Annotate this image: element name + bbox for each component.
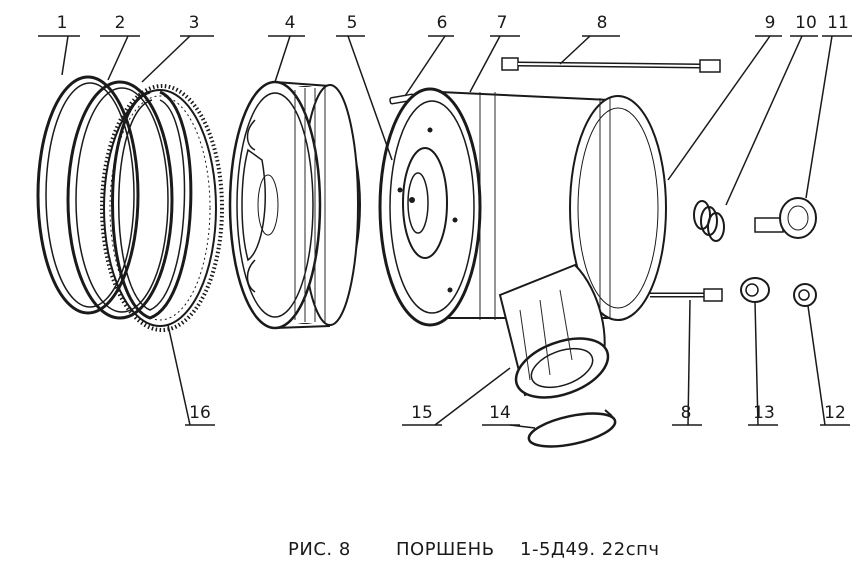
callout-4: 4 — [285, 13, 296, 33]
part-10-spring — [693, 200, 725, 242]
part-1-piston-ring — [36, 75, 140, 315]
part-8-short-bolt-bottom — [650, 288, 723, 302]
callout-10: 10 — [795, 13, 817, 33]
leader-lines — [38, 35, 852, 429]
callout-13: 13 — [753, 403, 775, 423]
callout-15: 15 — [411, 403, 433, 423]
callout-14: 14 — [489, 403, 511, 423]
callout-5: 5 — [347, 13, 358, 33]
part-2-piston-ring — [66, 80, 174, 320]
part-13-bushing — [740, 277, 770, 303]
part-4-piston-crown — [228, 80, 361, 330]
callout-12: 12 — [824, 403, 846, 423]
figure-number: РИС. 8 — [288, 539, 351, 560]
part-12-nut — [793, 283, 817, 307]
figure-title: ПОРШЕНЬ — [396, 539, 495, 560]
part-8-long-bolt-top — [501, 57, 721, 73]
callout-2: 2 — [115, 13, 126, 33]
callout-9: 9 — [765, 13, 776, 33]
callout-7: 7 — [497, 13, 508, 33]
part-14-retaining-ring — [527, 409, 617, 448]
callout-8-bottom: 8 — [681, 403, 692, 423]
callout-1: 1 — [57, 13, 68, 33]
callout-8-top: 8 — [597, 13, 608, 33]
part-11-valve-body — [754, 197, 817, 239]
part-15-pin-sleeve — [498, 263, 610, 399]
part-7-piston-skirt — [378, 87, 667, 327]
figure-code: 1-5Д49. 22спч — [520, 539, 660, 560]
callout-16: 16 — [189, 403, 211, 423]
part-16-expander-ring — [100, 84, 224, 332]
callout-6: 6 — [437, 13, 448, 33]
callout-11: 11 — [827, 13, 849, 33]
callout-3: 3 — [189, 13, 200, 33]
